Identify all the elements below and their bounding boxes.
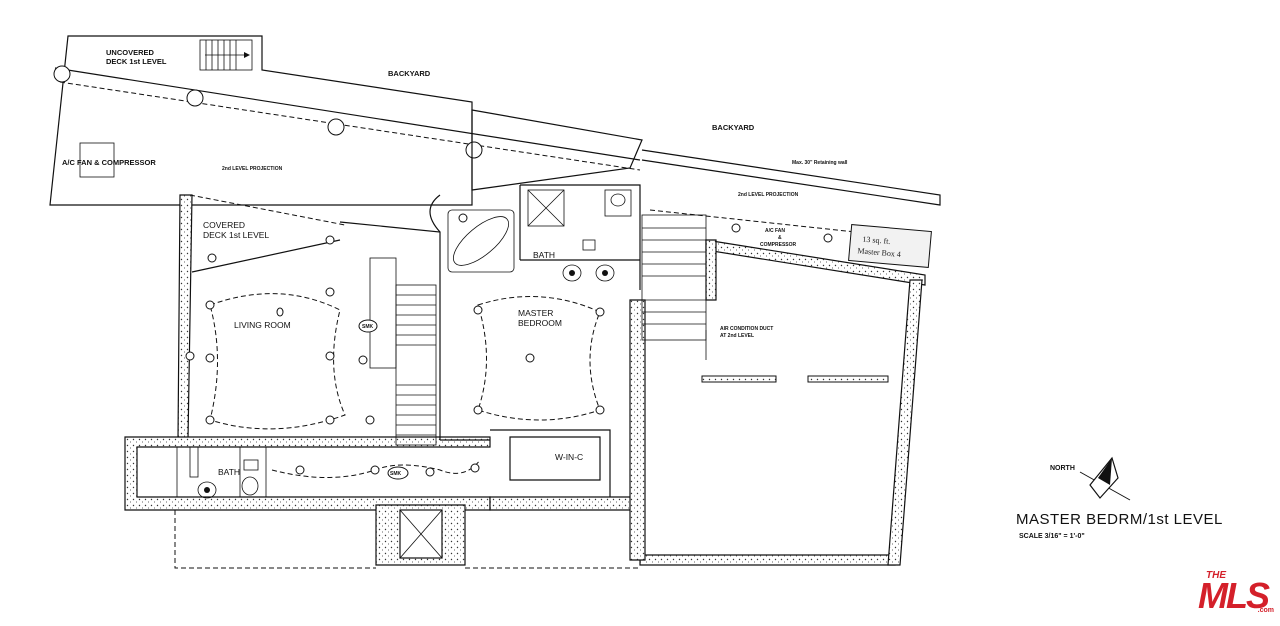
note-line-2: Master Box 4	[857, 246, 901, 259]
covered-deck-label-2: DECK 1st LEVEL	[203, 230, 269, 240]
note-line-1: 13 sq. ft.	[862, 235, 891, 246]
living-room-label: LIVING ROOM	[234, 320, 291, 330]
middle-deck	[471, 109, 643, 191]
ac-fan-left-label: A/C FAN & COMPRESSOR	[62, 158, 156, 167]
uncovered-deck-label-2: DECK 1st LEVEL	[106, 57, 167, 66]
mls-logo-the: THE	[1206, 570, 1226, 581]
interior-walls	[339, 184, 641, 497]
ac-fan-right-label-1: A/C FAN	[765, 228, 785, 234]
mls-logo-suffix: .com	[1257, 607, 1274, 614]
ac-fan-right-label-3: COMPRESSOR	[760, 242, 797, 248]
bathtub	[447, 209, 515, 273]
scale-label: SCALE 3/16" = 1'-0"	[1019, 533, 1085, 540]
master-bedroom-label-2: BEDROOM	[518, 318, 562, 328]
upper-bath-label: BATH	[533, 250, 555, 260]
smoke-detector-label-1: SMK	[362, 324, 374, 330]
right-stairs	[641, 214, 707, 360]
living-room-light-ring	[209, 293, 346, 430]
uncovered-deck	[49, 35, 641, 206]
projection-label-right: 2nd LEVEL PROJECTION	[738, 192, 799, 198]
bottom-wiring	[271, 459, 481, 478]
covered-deck-rail	[191, 239, 341, 273]
lower-bath-fixtures	[136, 446, 267, 499]
deck-stairs	[199, 39, 253, 71]
house-walls	[124, 194, 926, 566]
uncovered-deck-label-1: UNCOVERED	[106, 48, 155, 57]
lower-projection	[174, 510, 376, 569]
north-label: NORTH	[1050, 465, 1075, 472]
retaining-wall	[641, 149, 941, 206]
air-duct-label-2: AT 2nd LEVEL	[720, 333, 754, 339]
mls-logo: THE MLS .com	[1198, 570, 1274, 616]
living-room-fixtures	[185, 287, 378, 425]
ac-fan-right-label-2: &	[778, 235, 782, 241]
mls-logo-word: MLS	[1198, 575, 1270, 616]
ac-unit-left	[79, 142, 115, 178]
covered-deck-label-1: COVERED	[203, 220, 245, 230]
lower-bath-label: BATH	[218, 467, 240, 477]
handwritten-note: 13 sq. ft. Master Box 4	[848, 224, 932, 268]
upper-bath-fixtures	[527, 189, 632, 282]
retaining-wall-label: Max. 30" Retaining wall	[792, 160, 848, 166]
walk-in-closet-label: W-IN-C	[555, 452, 583, 462]
north-arrow-icon	[1079, 456, 1131, 501]
main-stairs	[369, 257, 437, 446]
air-duct-label-1: AIR CONDITION DUCT	[720, 326, 773, 332]
master-bedroom-fixtures	[387, 213, 833, 480]
plan-caption: MASTER BEDRM/1st LEVEL	[1016, 511, 1223, 528]
smoke-detector-label-2: SMK	[390, 471, 402, 477]
projection-label-left: 2nd LEVEL PROJECTION	[222, 166, 283, 172]
backyard-left-label: BACKYARD	[388, 69, 431, 78]
master-bedroom-label-1: MASTER	[518, 308, 553, 318]
backyard-right-label: BACKYARD	[712, 123, 755, 132]
